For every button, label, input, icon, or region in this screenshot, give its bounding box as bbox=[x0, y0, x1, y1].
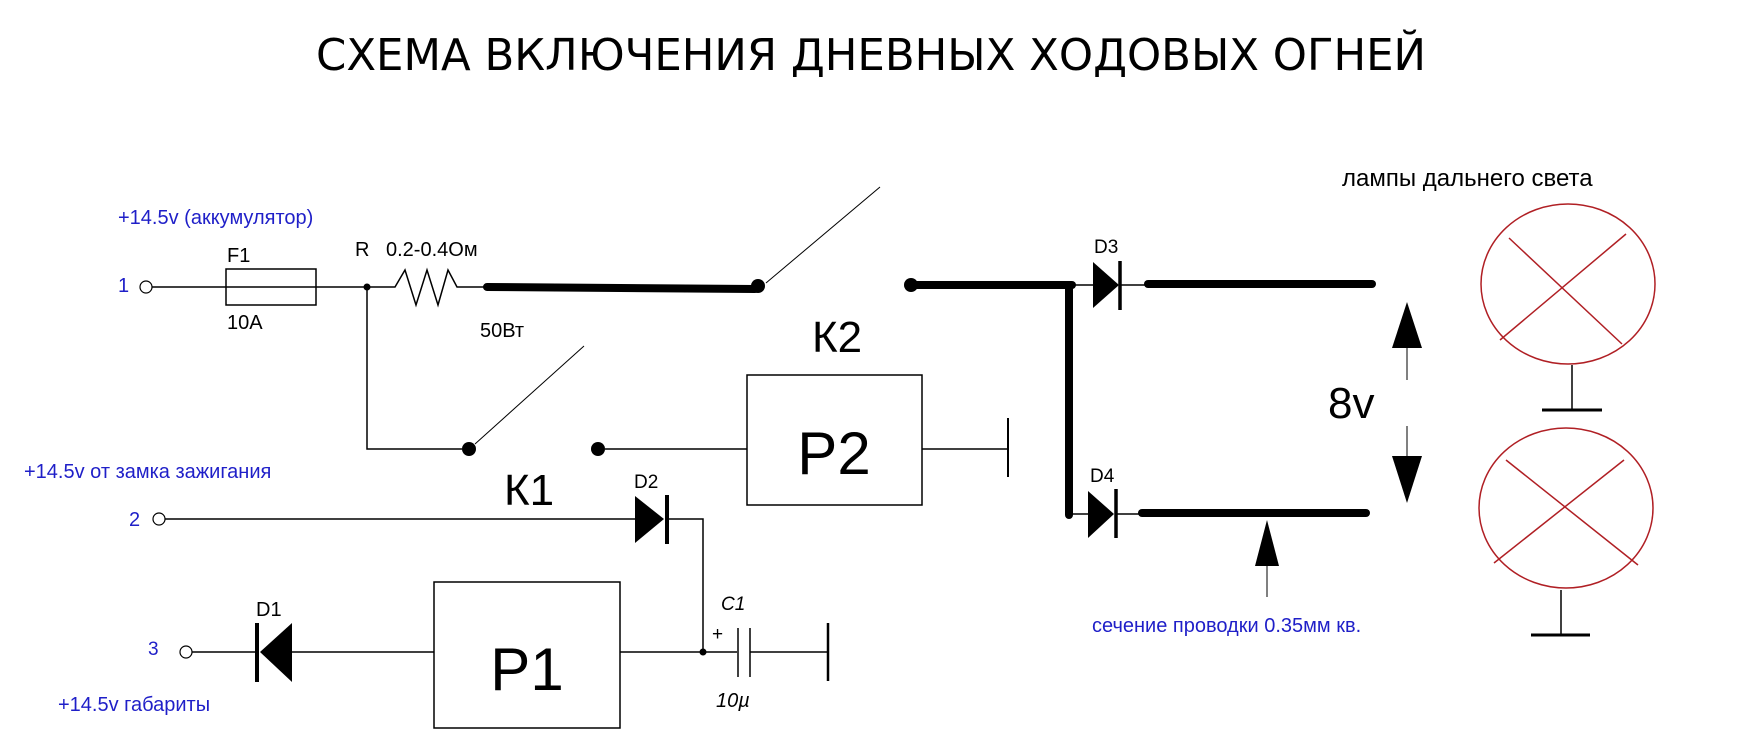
k1-label: К1 bbox=[504, 466, 554, 515]
d2-label: D2 bbox=[634, 472, 658, 493]
wire-section-label: сечение проводки 0.35мм кв. bbox=[1092, 615, 1361, 637]
thick-wire-to-k2 bbox=[483, 283, 759, 293]
wire-section-indicator: сечение проводки 0.35мм кв. bbox=[1092, 520, 1361, 637]
fuse-f1: F1 10A bbox=[225, 245, 317, 334]
diode-d1: D1 bbox=[255, 599, 292, 682]
relay-p2: P2 bbox=[746, 374, 923, 506]
diagram-title: СХЕМА ВКЛЮЧЕНИЯ ДНЕВНЫХ ХОДОВЫХ ОГНЕЙ bbox=[316, 28, 1426, 81]
lamp-bulb-icon bbox=[1480, 203, 1656, 365]
diode-d2: D2 bbox=[634, 472, 669, 544]
lamp-1 bbox=[1480, 203, 1656, 412]
terminal-3-number: 3 bbox=[148, 639, 159, 660]
p2-label: P2 bbox=[797, 420, 870, 487]
fuse-value: 10A bbox=[227, 312, 263, 334]
resistor-r: R 0.2-0.4Ом 50Вт bbox=[355, 239, 524, 342]
wire-d2-to-c1 bbox=[667, 518, 704, 652]
k2-label: К2 bbox=[812, 313, 862, 362]
relay-contact-k1: К1 bbox=[462, 345, 605, 515]
p1-label: P1 bbox=[490, 636, 563, 703]
arrow-up-icon bbox=[1255, 520, 1279, 566]
voltage-label: 8v bbox=[1328, 379, 1374, 428]
resistor-power: 50Вт bbox=[480, 320, 524, 342]
resistor-value: 0.2-0.4Ом bbox=[386, 239, 478, 261]
d4-label: D4 bbox=[1090, 466, 1115, 487]
d1-label: D1 bbox=[256, 599, 282, 621]
input-2-label: +14.5v от замка зажигания bbox=[24, 461, 271, 483]
terminal-2-number: 2 bbox=[129, 509, 140, 531]
diode-d3: D3 bbox=[1093, 237, 1122, 310]
resistor-name: R bbox=[355, 239, 369, 261]
input-3-label: +14.5v габариты bbox=[58, 694, 210, 716]
c1-polarity: + bbox=[712, 624, 723, 645]
lamp-2 bbox=[1478, 427, 1654, 637]
fuse-name: F1 bbox=[227, 245, 250, 267]
arrow-down-icon bbox=[1392, 456, 1422, 503]
terminal-1 bbox=[139, 280, 153, 294]
wire-to-k1 bbox=[366, 287, 462, 450]
d3-label: D3 bbox=[1094, 237, 1118, 258]
terminal-3 bbox=[179, 645, 193, 659]
diode-d4: D4 bbox=[1088, 466, 1118, 538]
lamps-label: лампы дальнего света bbox=[1342, 165, 1593, 192]
c1-value: 10µ bbox=[716, 690, 750, 712]
terminal-2 bbox=[152, 512, 166, 526]
arrow-up-icon bbox=[1392, 302, 1422, 348]
input-1-label: +14.5v (аккумулятор) bbox=[118, 207, 313, 229]
relay-contact-k2: К2 bbox=[751, 186, 918, 362]
relay-p1: P1 bbox=[433, 581, 621, 729]
capacitor-c1: + C1 10µ bbox=[712, 594, 751, 712]
junction-dot bbox=[699, 648, 707, 656]
voltage-indicator: 8v bbox=[1328, 302, 1422, 503]
lamp-bulb-icon bbox=[1478, 427, 1654, 589]
terminal-1-number: 1 bbox=[118, 275, 129, 297]
c1-label: C1 bbox=[721, 594, 745, 615]
